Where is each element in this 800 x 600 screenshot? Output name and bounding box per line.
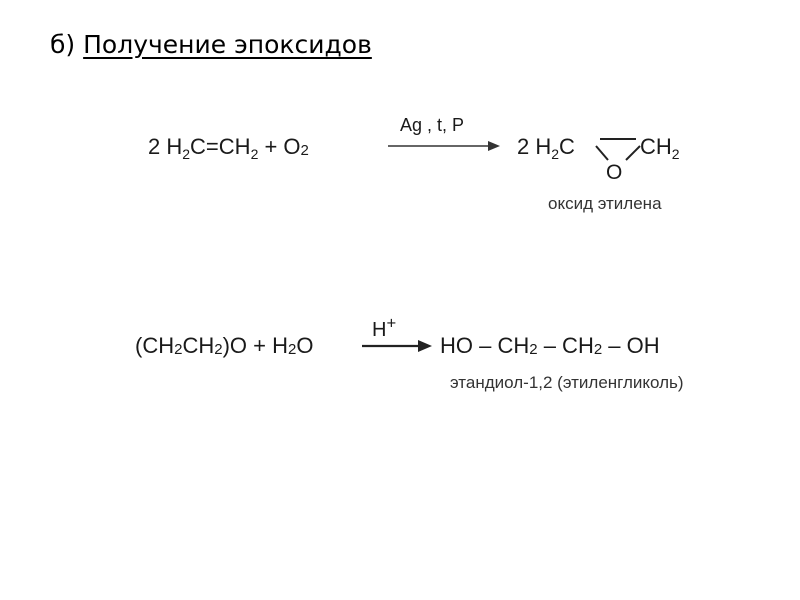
reaction1-conditions: Ag , t, P bbox=[400, 115, 465, 135]
reaction1-product-name: оксид этилена bbox=[548, 194, 662, 213]
reaction2-product-name: этандиол-1,2 (этиленгликоль) bbox=[450, 373, 684, 392]
title-prefix: б) bbox=[50, 30, 76, 59]
reaction2-product: HO – CH2 – CH2 – OH bbox=[440, 333, 660, 358]
epoxide-oxygen: O bbox=[606, 161, 623, 184]
reaction1-product-right: CH2 bbox=[640, 134, 680, 162]
reaction2-arrow bbox=[362, 340, 432, 352]
reaction1-arrow bbox=[388, 141, 500, 151]
epoxide-ring bbox=[595, 138, 641, 161]
reaction2-conditions: H+ bbox=[372, 313, 396, 342]
reaction1-reactants: 2 H2C=CH2 + O2 bbox=[148, 134, 309, 162]
reaction2-conditions-text: H+ bbox=[372, 313, 397, 341]
reaction1-product: 2 H2C bbox=[517, 134, 575, 162]
reaction2-product-text: HO – CH2 – CH2 – OH bbox=[440, 333, 660, 358]
reaction2-reactants-text: (CH2CH2)O + H2O bbox=[135, 333, 314, 358]
reaction1-reactants-text: 2 H2C=CH2 + O2 bbox=[148, 134, 309, 162]
reaction1-product-right-text: CH2 bbox=[640, 134, 680, 162]
slide-title: б) Получение эпоксидов bbox=[50, 30, 372, 59]
reaction2-reactants: (CH2CH2)O + H2O bbox=[135, 333, 314, 358]
title-text: Получение эпоксидов bbox=[83, 30, 372, 59]
reaction1-product-left: 2 H2C bbox=[517, 134, 575, 162]
